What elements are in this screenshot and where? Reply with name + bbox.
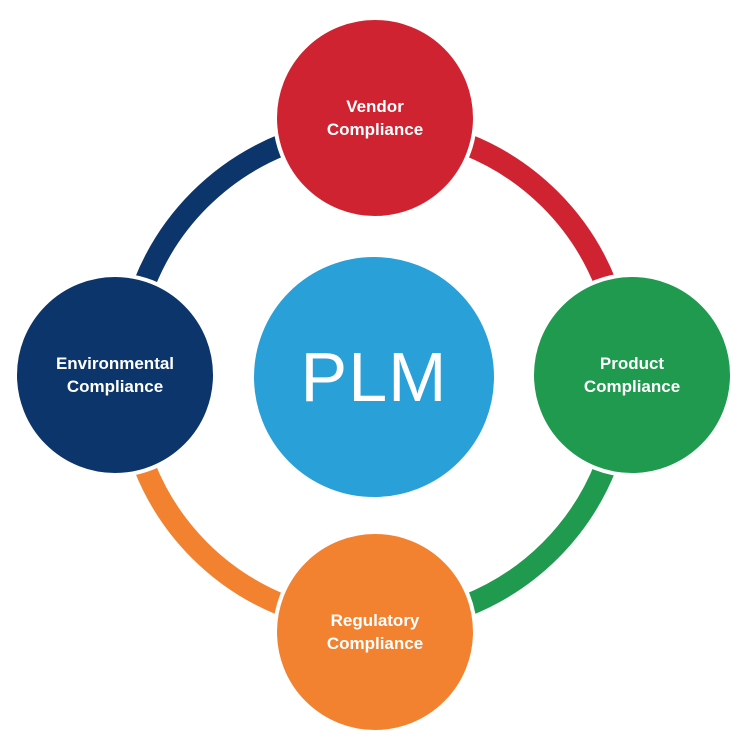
center-label-plm: PLM	[300, 338, 448, 416]
node-circle-regulatory	[273, 530, 477, 734]
node-circle-vendor	[273, 16, 477, 220]
node-circle-environmental	[13, 273, 217, 477]
center-circle-plm	[250, 253, 498, 501]
node-circle-product	[530, 273, 734, 477]
